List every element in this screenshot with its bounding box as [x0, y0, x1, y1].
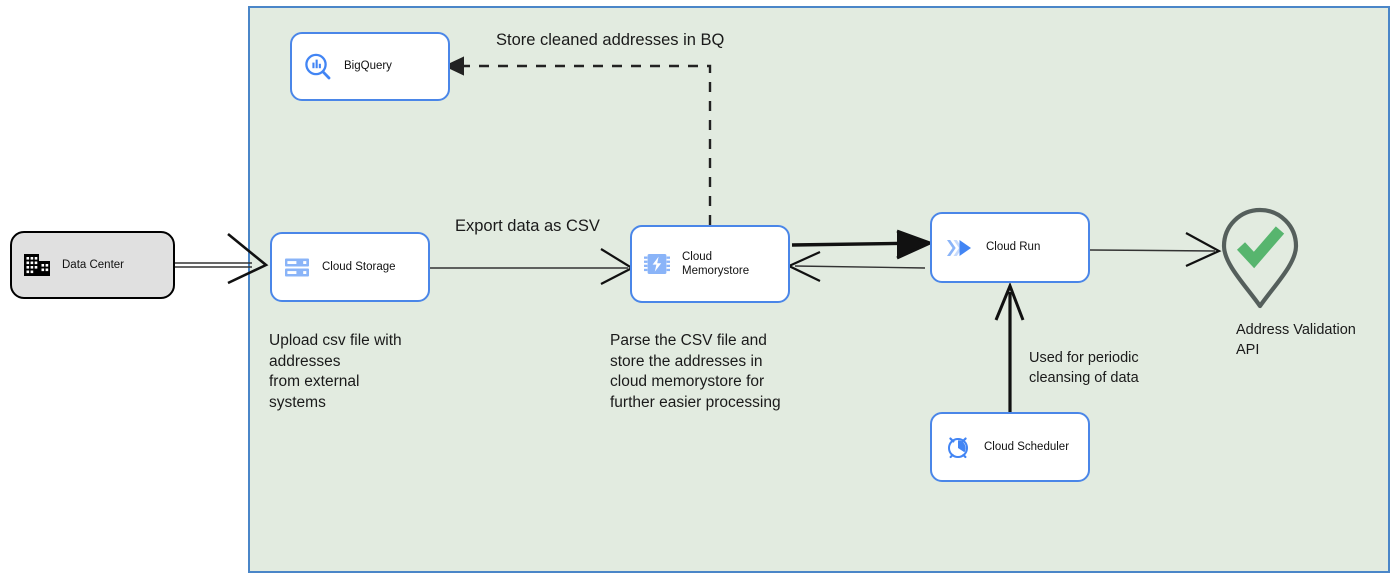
cloud-memorystore-icon	[642, 249, 672, 279]
node-cloud-memorystore[interactable]: Cloud Memorystore	[630, 225, 790, 303]
node-cloud-run-label: Cloud Run	[986, 241, 1041, 254]
node-cloud-storage-label: Cloud Storage	[322, 260, 396, 273]
node-data-center-label: Data Center	[62, 258, 125, 271]
address-validation-pin-icon	[1218, 206, 1302, 311]
node-cloud-scheduler-label: Cloud Scheduler	[984, 440, 1070, 453]
bigquery-icon	[302, 51, 334, 83]
node-data-center[interactable]: Data Center	[10, 231, 175, 299]
cloud-storage-icon	[282, 252, 312, 282]
annotation-scheduler-usage: Used for periodic cleansing of data	[1029, 350, 1139, 387]
node-cloud-storage[interactable]: Cloud Storage	[270, 232, 430, 302]
node-address-validation-api-label: Address Validation API	[1236, 322, 1356, 358]
edge-label-export-data-as-csv: Export data as CSV	[455, 217, 600, 235]
node-cloud-run[interactable]: Cloud Run	[930, 212, 1090, 283]
node-cloud-scheduler[interactable]: Cloud Scheduler	[930, 412, 1090, 482]
cloud-run-icon	[942, 233, 976, 263]
edge-label-store-cleaned-addresses: Store cleaned addresses in BQ	[496, 31, 725, 49]
node-cloud-memorystore-label: Cloud Memorystore	[682, 250, 750, 277]
annotation-parse-csv: Parse the CSV file and store the address…	[610, 332, 781, 411]
annotation-upload-csv: Upload csv file with addresses from exte…	[269, 332, 402, 411]
node-bigquery[interactable]: BigQuery	[290, 32, 450, 101]
node-address-validation-api[interactable]: Address Validation API	[1218, 206, 1356, 358]
node-bigquery-label: BigQuery	[344, 60, 392, 73]
cloud-scheduler-icon	[942, 431, 974, 463]
data-center-icon	[22, 251, 52, 279]
